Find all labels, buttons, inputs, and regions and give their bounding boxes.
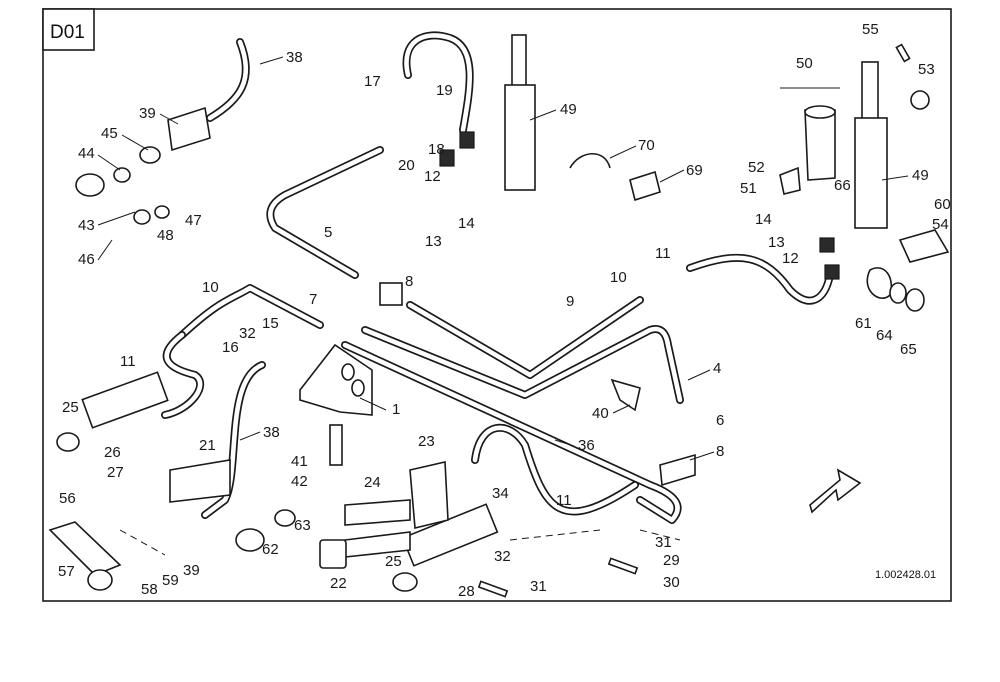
- callout: 28: [458, 583, 475, 600]
- callout: 31: [655, 534, 672, 551]
- callout: 22: [330, 575, 347, 592]
- direction-arrow-icon: [809, 468, 862, 514]
- callout: 63: [294, 517, 311, 534]
- callout: 30: [663, 574, 680, 591]
- callout: 57: [58, 563, 75, 580]
- callout: 8: [405, 273, 413, 290]
- callout: 46: [78, 251, 95, 268]
- callout: 65: [900, 341, 917, 358]
- leader-lines: [97, 56, 909, 461]
- callout: 6: [716, 412, 724, 429]
- callout: 69: [686, 162, 703, 179]
- callout: 12: [424, 168, 441, 185]
- callout: 53: [918, 61, 935, 78]
- callout: 62: [262, 541, 279, 558]
- callout: 26: [104, 444, 121, 461]
- callout: 17: [364, 73, 381, 90]
- callout: 41: [291, 453, 308, 470]
- callout: 13: [768, 234, 785, 251]
- callout: 9: [566, 293, 574, 310]
- callout: 11: [556, 492, 572, 509]
- callout: 44: [78, 145, 95, 162]
- callout: 70: [638, 137, 655, 154]
- callout: 1: [392, 401, 400, 418]
- callout: 10: [610, 269, 627, 286]
- callout: 8: [716, 443, 724, 460]
- callout: 48: [157, 227, 174, 244]
- assembly-lines: [119, 87, 840, 556]
- callout: 25: [385, 553, 402, 570]
- callout: 21: [199, 437, 216, 454]
- callout: 14: [755, 211, 772, 228]
- callout: 56: [59, 490, 76, 507]
- components: [48, 34, 950, 598]
- drawing-reference: 1.002428.01: [875, 569, 936, 581]
- callout: 34: [492, 485, 509, 502]
- callout: 31: [530, 578, 547, 595]
- callout: 12: [782, 250, 799, 267]
- callout: 18: [428, 141, 445, 158]
- callout: 10: [202, 279, 219, 296]
- callout: 60: [934, 196, 951, 213]
- callout: 52: [748, 159, 765, 176]
- callout: 13: [425, 233, 442, 250]
- callout: 55: [862, 21, 879, 38]
- callout: 5: [324, 224, 332, 241]
- callout: 64: [876, 327, 893, 344]
- callout: 7: [309, 291, 317, 308]
- callout-labels: 38 39 45 44 43 46 48 47 17 19 18 20 12 1…: [58, 21, 951, 600]
- callout: 23: [418, 433, 435, 450]
- callout: 11: [120, 353, 136, 370]
- callout: 29: [663, 552, 680, 569]
- callout: 4: [713, 360, 721, 377]
- diagram-code-box: [42, 8, 95, 51]
- callout: 14: [458, 215, 475, 232]
- callout: 36: [578, 437, 595, 454]
- callout: 66: [834, 177, 851, 194]
- callout: 58: [141, 581, 158, 598]
- callout: 42: [291, 473, 308, 490]
- callout: 39: [139, 105, 156, 122]
- callout: 11: [655, 245, 671, 262]
- callout: 45: [101, 125, 118, 142]
- callout: 38: [286, 49, 303, 66]
- callout: 49: [912, 167, 929, 184]
- hydraulic-lines: [161, 31, 834, 524]
- callout: 32: [239, 325, 256, 342]
- callout: 39: [183, 562, 200, 579]
- callout: 49: [560, 101, 577, 118]
- callout: 38: [263, 424, 280, 441]
- callout: 19: [436, 82, 453, 99]
- callout: 43: [78, 217, 95, 234]
- callout: 50: [796, 55, 813, 72]
- diagram-code: D01: [50, 22, 85, 43]
- callout: 24: [364, 474, 381, 491]
- callout: 15: [262, 315, 279, 332]
- callout: 27: [107, 464, 124, 481]
- callout: 16: [222, 339, 239, 356]
- callout: 32: [494, 548, 511, 565]
- callout: 61: [855, 315, 872, 332]
- drawing-frame: [42, 8, 952, 602]
- callout: 47: [185, 212, 202, 229]
- callout: 59: [162, 572, 179, 589]
- callout: 51: [740, 180, 757, 197]
- callout: 20: [398, 157, 415, 174]
- callout: 40: [592, 405, 609, 422]
- callout: 25: [62, 399, 79, 416]
- callout: 54: [932, 216, 949, 233]
